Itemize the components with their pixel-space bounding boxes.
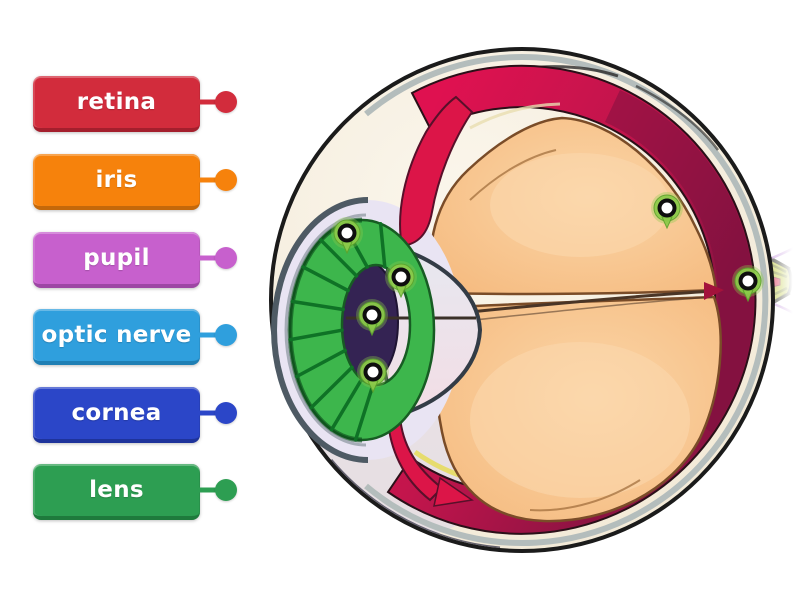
target-marker[interactable] [732,265,764,303]
label-chip-lens[interactable]: lens [33,464,237,520]
label-chip-text: iris [95,167,138,193]
connector-line [199,487,216,493]
connector-dot [215,324,237,346]
eyeball [269,47,775,553]
vitreous-body [429,116,724,523]
ciliary-body-bottom [386,414,444,502]
label-chip-text: cornea [71,400,162,426]
connector-line [199,99,216,105]
label-chip-optic-nerve[interactable]: optic nerve [33,309,237,365]
label-chip-retina[interactable]: retina [33,76,237,132]
connector-line [199,332,216,338]
target-marker[interactable] [651,192,683,230]
connector-dot [215,479,237,501]
label-chip-text: pupil [83,245,150,271]
ciliary-body-top [399,95,474,248]
connector-dot [215,402,237,424]
target-marker[interactable] [357,356,389,394]
target-marker[interactable] [331,217,363,255]
connector-line [199,255,216,261]
optic-disc [704,282,724,300]
connector-line [199,410,216,416]
connector-dot [215,169,237,191]
connector-line [199,177,216,183]
label-chip-text: lens [89,477,144,503]
label-chip-text: retina [76,89,157,115]
target-marker[interactable] [385,261,417,299]
label-chip-cornea[interactable]: cornea [33,387,237,443]
label-chip-text: optic nerve [41,322,192,348]
hyaloid-channel-line [469,289,715,314]
connector-dot [215,247,237,269]
connector-dot [215,91,237,113]
label-chip-iris[interactable]: iris [33,154,237,210]
label-chips-column: retina iris pupil optic nerve cornea len… [0,0,260,600]
target-marker[interactable] [356,299,388,337]
target-markers [331,192,764,394]
label-chip-pupil[interactable]: pupil [33,232,237,288]
cornea-dome [271,197,369,463]
